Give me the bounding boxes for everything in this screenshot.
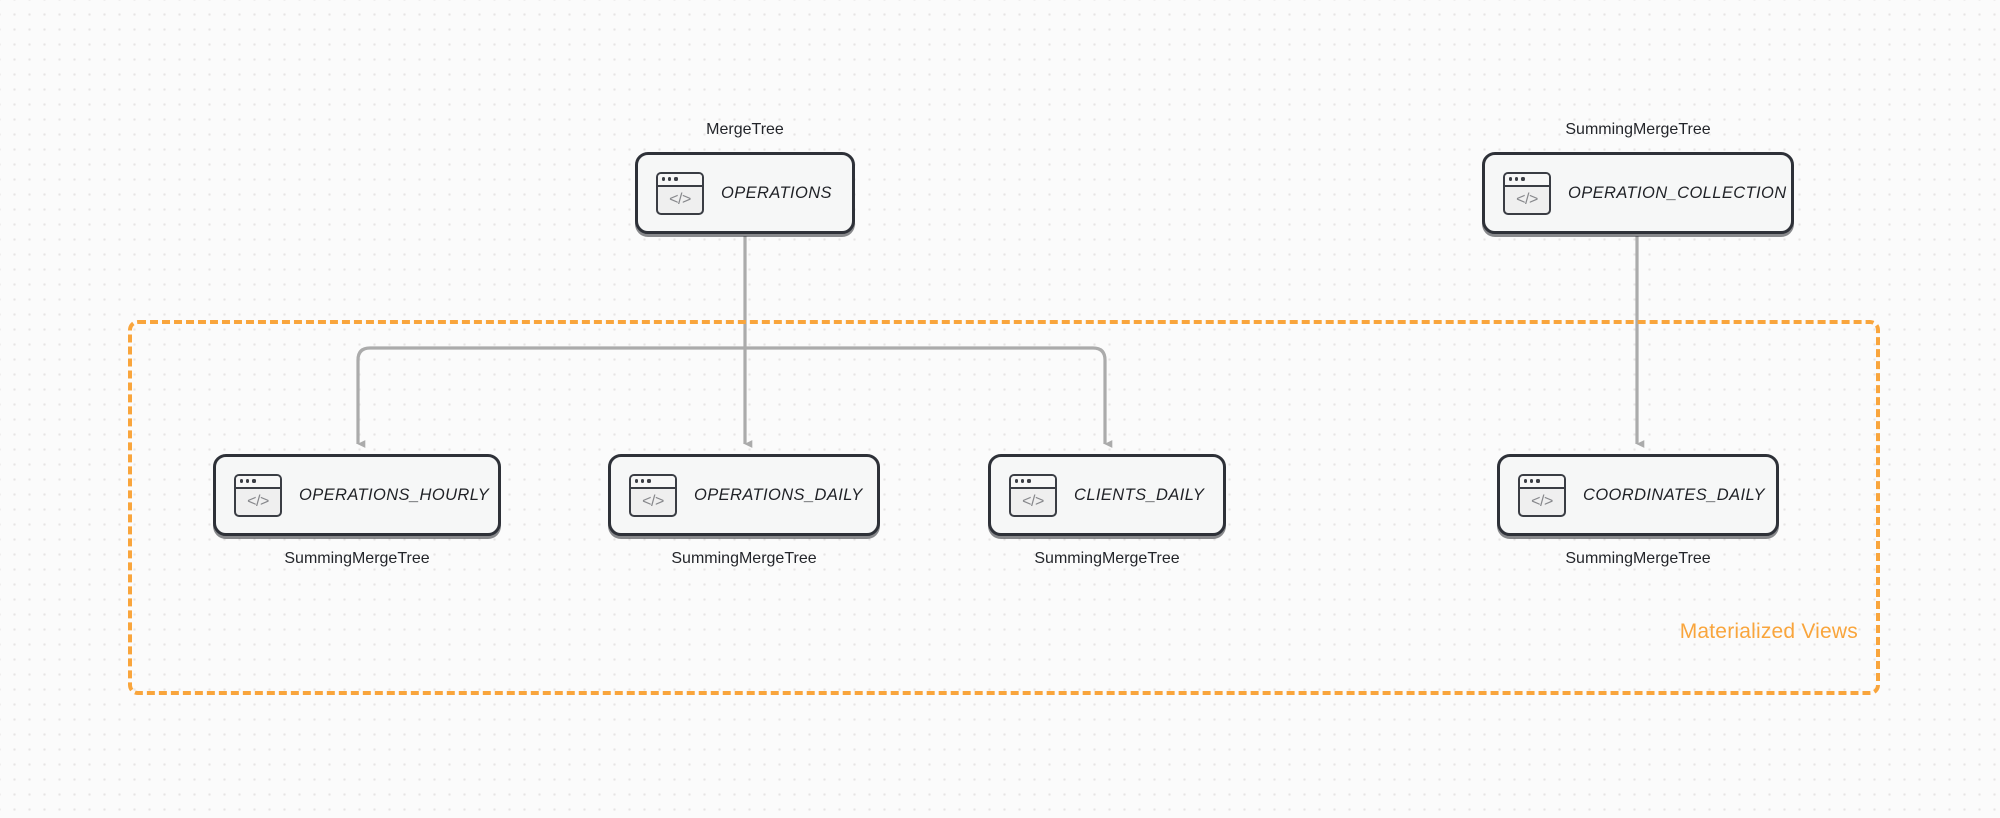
icon-titlebar-dot [647, 479, 651, 483]
materialized-views-group [128, 320, 1880, 695]
icon-titlebar [1505, 173, 1549, 187]
icon-titlebar-dot [1521, 177, 1525, 181]
materialized-views-label: Materialized Views [1679, 620, 1858, 643]
icon-titlebar [658, 173, 702, 187]
code-window-icon: </> [1009, 473, 1057, 517]
icon-titlebar-dot [1524, 479, 1528, 483]
engine-label-operations_daily: SummingMergeTree [671, 550, 817, 567]
engine-label-coordinates_daily: SummingMergeTree [1565, 550, 1711, 567]
node-operations[interactable]: </> OPERATIONS [635, 152, 855, 234]
icon-titlebar [1520, 475, 1564, 489]
icon-titlebar [236, 475, 280, 489]
node-box-operation_collection[interactable]: </> OPERATION_COLLECTION [1482, 152, 1794, 234]
engine-label-operations_hourly: SummingMergeTree [284, 550, 430, 567]
node-box-operations[interactable]: </> OPERATIONS [635, 152, 855, 234]
code-window-icon: </> [1503, 171, 1551, 215]
icon-titlebar-dot [1536, 479, 1540, 483]
icon-titlebar-dot [1530, 479, 1534, 483]
node-operations_hourly[interactable]: </> OPERATIONS_HOURLY [213, 454, 501, 536]
icon-titlebar-dot [1515, 177, 1519, 181]
icon-code-glyph: </> [669, 190, 691, 208]
icon-titlebar-dot [240, 479, 244, 483]
icon-titlebar-dot [662, 177, 666, 181]
icon-titlebar-dot [1509, 177, 1513, 181]
engine-label-operation_collection: SummingMergeTree [1565, 121, 1711, 138]
node-title-coordinates_daily: COORDINATES_DAILY [1583, 485, 1765, 504]
node-clients_daily[interactable]: </> CLIENTS_DAILY [988, 454, 1226, 536]
code-window-icon: </> [629, 473, 677, 517]
node-title-clients_daily: CLIENTS_DAILY [1074, 485, 1205, 504]
node-operations_daily[interactable]: </> OPERATIONS_DAILY [608, 454, 880, 536]
icon-code-glyph: </> [1022, 492, 1044, 510]
node-box-coordinates_daily[interactable]: </> COORDINATES_DAILY [1497, 454, 1779, 536]
icon-titlebar [631, 475, 675, 489]
code-window-icon: </> [1518, 473, 1566, 517]
node-box-operations_hourly[interactable]: </> OPERATIONS_HOURLY [213, 454, 501, 536]
icon-code-glyph: </> [642, 492, 664, 510]
icon-titlebar-dot [1015, 479, 1019, 483]
icon-titlebar-dot [246, 479, 250, 483]
node-box-operations_daily[interactable]: </> OPERATIONS_DAILY [608, 454, 880, 536]
icon-code-glyph: </> [1516, 190, 1538, 208]
icon-code-glyph: </> [1531, 492, 1553, 510]
engine-label-clients_daily: SummingMergeTree [1034, 550, 1180, 567]
node-operation_collection[interactable]: </> OPERATION_COLLECTION [1482, 152, 1794, 234]
icon-titlebar-dot [641, 479, 645, 483]
code-window-icon: </> [234, 473, 282, 517]
node-title-operation_collection: OPERATION_COLLECTION [1568, 183, 1787, 202]
node-title-operations: OPERATIONS [721, 183, 832, 202]
icon-titlebar-dot [668, 177, 672, 181]
icon-titlebar-dot [252, 479, 256, 483]
node-coordinates_daily[interactable]: </> COORDINATES_DAILY [1497, 454, 1779, 536]
icon-titlebar [1011, 475, 1055, 489]
node-title-operations_hourly: OPERATIONS_HOURLY [299, 485, 490, 504]
node-title-operations_daily: OPERATIONS_DAILY [694, 485, 863, 504]
code-window-icon: </> [656, 171, 704, 215]
icon-titlebar-dot [1021, 479, 1025, 483]
icon-titlebar-dot [635, 479, 639, 483]
icon-titlebar-dot [1027, 479, 1031, 483]
engine-label-operations: MergeTree [706, 121, 784, 138]
node-box-clients_daily[interactable]: </> CLIENTS_DAILY [988, 454, 1226, 536]
icon-code-glyph: </> [247, 492, 269, 510]
icon-titlebar-dot [674, 177, 678, 181]
